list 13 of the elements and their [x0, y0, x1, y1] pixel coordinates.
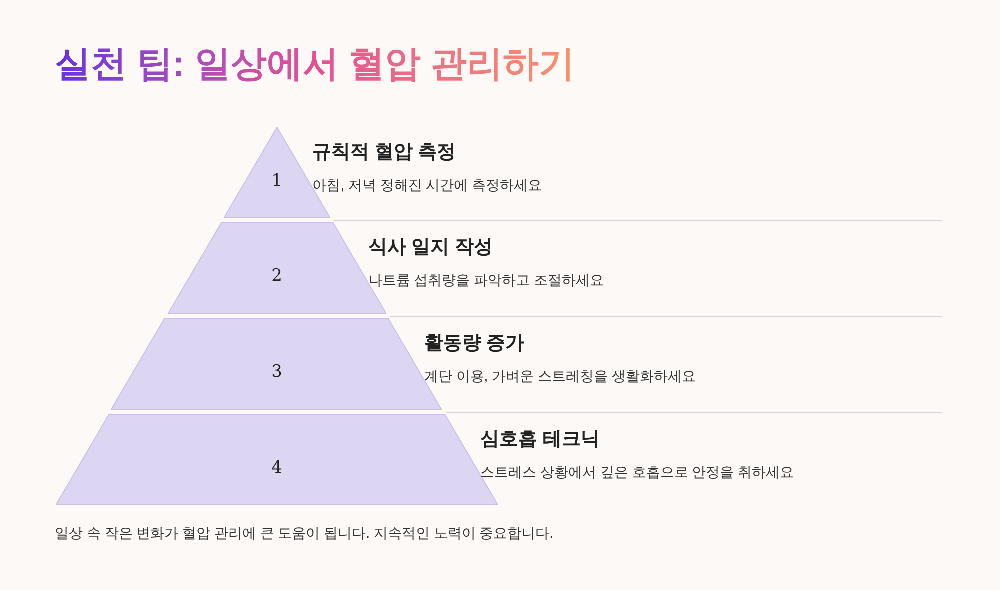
step-heading: 활동량 증가 [424, 332, 526, 356]
level-number: 3 [272, 361, 282, 384]
level-number: 4 [272, 456, 282, 480]
level-number: 1 [272, 170, 282, 193]
step-description: 계단 이용, 가벼운 스트레칭을 생활화하세요 [424, 367, 696, 386]
step-heading: 규칙적 혈압 측정 [312, 141, 458, 165]
step-heading: 식사 일지 작성 [368, 236, 494, 260]
step-description: 아침, 저녁 정해진 시간에 측정하세요 [312, 176, 542, 195]
step-heading: 심호흡 테크닉 [480, 428, 601, 452]
step-description: 나트륨 섭취량을 파악하고 조절하세요 [368, 271, 604, 290]
caption: 일상 속 작은 변화가 혈압 관리에 큰 도움이 됩니다. 지속적인 노력이 중요합니다. [55, 524, 554, 543]
level-number: 2 [272, 265, 282, 288]
step-description: 스트레스 상황에서 깊은 호흡으로 안정을 취하세요 [480, 463, 794, 482]
